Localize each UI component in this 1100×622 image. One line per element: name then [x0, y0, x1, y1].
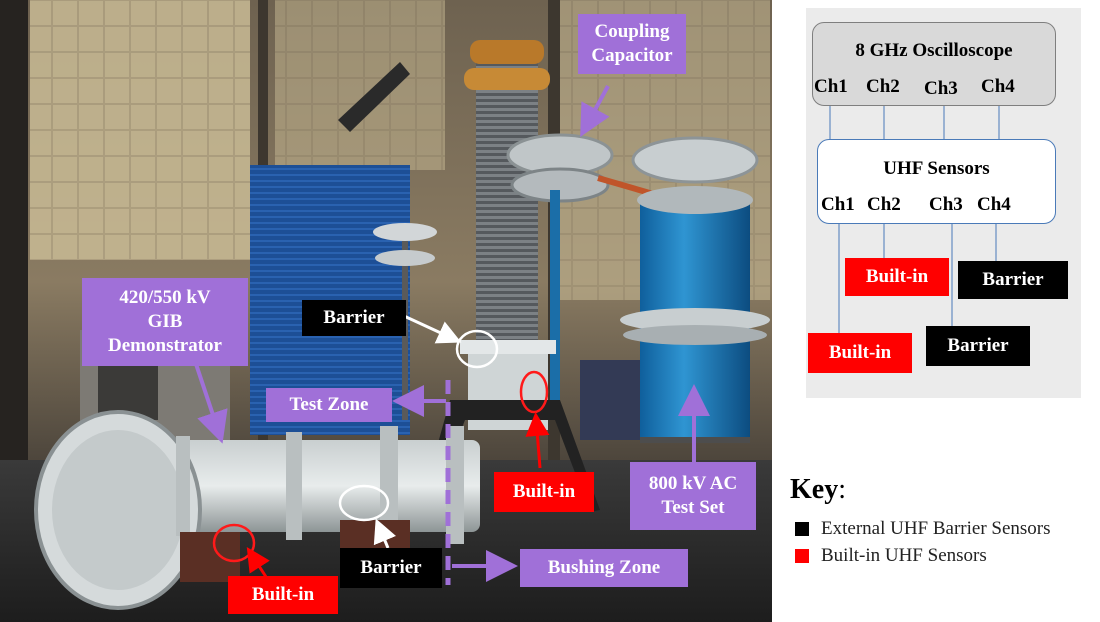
ch3-barrier-box: Barrier [926, 326, 1030, 366]
sensor-ch1: Ch1 [821, 194, 855, 215]
key-swatch-black [795, 522, 809, 536]
sensor-ch2: Ch2 [867, 194, 901, 215]
bushing-zone-label: Bushing Zone [520, 549, 688, 587]
oscilloscope-ch2: Ch2 [866, 76, 900, 97]
key-item-builtin: Built-in UHF Sensors [795, 545, 987, 567]
oscilloscope-box [812, 22, 1056, 106]
uhf-sensors-box [817, 139, 1056, 224]
sensor-ch4: Ch4 [977, 194, 1011, 215]
lab-scene-illustration [0, 0, 772, 622]
built-in-label-mid: Built-in [494, 472, 594, 512]
oscilloscope-ch4: Ch4 [981, 76, 1015, 97]
key-item-barrier: External UHF Barrier Sensors [795, 518, 1051, 540]
barrier-sensor-marker-bottom [338, 484, 390, 522]
builtin-sensor-marker-bottom [212, 523, 256, 563]
ch4-barrier-box: Barrier [958, 261, 1068, 299]
sensor-ch3: Ch3 [929, 194, 963, 215]
builtin-sensor-marker-mid [519, 370, 549, 414]
barrier-sensor-marker-top [455, 329, 499, 369]
lab-photo: Coupling Capacitor 420/550 kV GIB Demons… [0, 0, 772, 622]
oscilloscope-ch3: Ch3 [924, 78, 958, 99]
key-item-label: External UHF Barrier Sensors [821, 518, 1051, 539]
key-title: Key: [790, 474, 846, 505]
ch2-builtin-box: Built-in [845, 258, 949, 296]
ac-test-set-label: 800 kV AC Test Set [630, 462, 756, 530]
ch1-builtin-box: Built-in [808, 333, 912, 373]
key-swatch-red [795, 549, 809, 563]
oscilloscope-ch1: Ch1 [814, 76, 848, 97]
uhf-sensors-title: UHF Sensors [883, 158, 990, 179]
oscilloscope-title: 8 GHz Oscilloscope [855, 40, 1013, 61]
barrier-label-bottom: Barrier [340, 548, 442, 588]
barrier-label-top: Barrier [302, 300, 406, 336]
gib-demonstrator-label: 420/550 kV GIB Demonstrator [82, 278, 248, 366]
test-zone-label: Test Zone [266, 388, 392, 422]
coupling-capacitor-label: Coupling Capacitor [578, 14, 686, 74]
key-item-label: Built-in UHF Sensors [821, 545, 987, 566]
built-in-label-bottom: Built-in [228, 576, 338, 614]
